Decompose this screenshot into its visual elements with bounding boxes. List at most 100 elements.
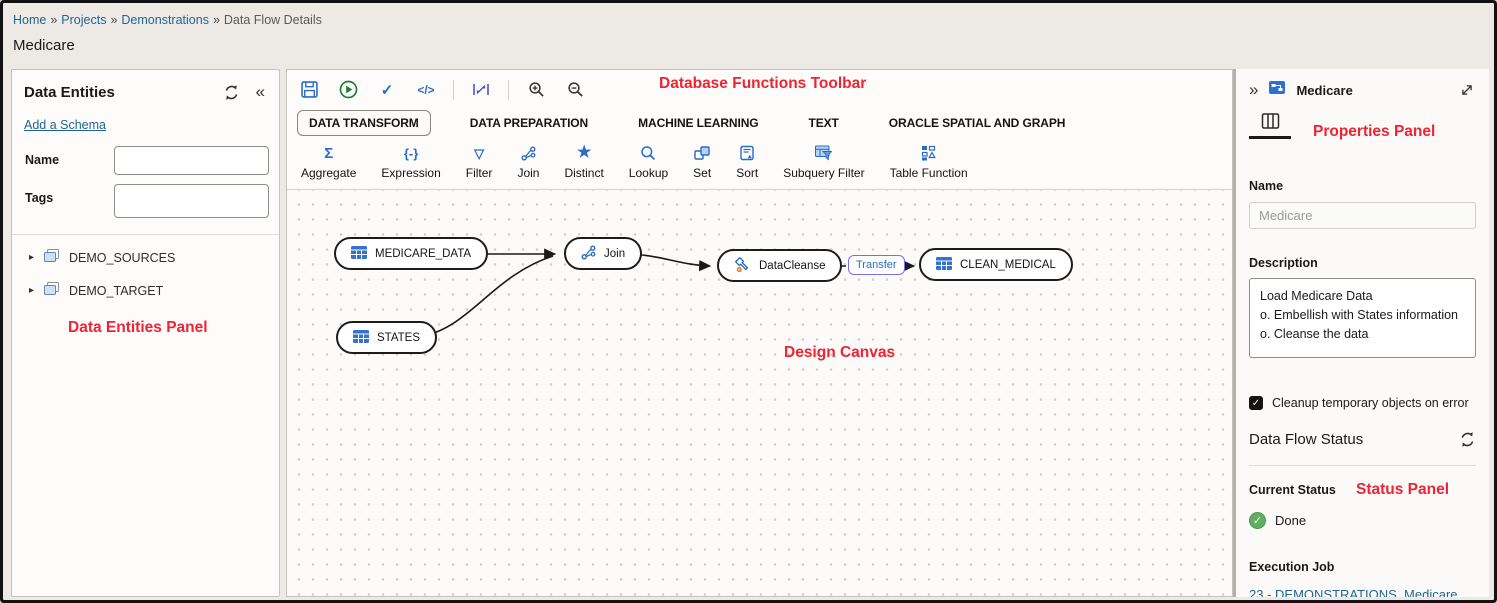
table-icon [936,256,952,273]
database-functions-toolbar: ✓ </> [287,70,1232,190]
function-category-tabs: DATA TRANSFORM DATA PREPARATION MACHINE … [297,108,1222,137]
tags-filter-label: Tags [25,191,54,205]
name-filter-label: Name [25,153,60,167]
node-label: STATES [377,331,421,344]
divider [1249,465,1476,466]
collapse-left-panel-icon[interactable]: « [255,82,265,101]
tab-oracle-spatial-and-graph[interactable]: ORACLE SPATIAL AND GRAPH [888,115,1066,130]
table-function-icon [921,144,937,162]
validate-button[interactable]: ✓ [380,81,394,99]
design-area: ✓ </> [286,69,1233,597]
design-canvas[interactable]: MEDICARE_DATA STATES [287,190,1232,596]
tool-subquery-filter[interactable]: Subquery Filter [783,144,865,180]
tree-item-label: DEMO_SOURCES [69,250,176,265]
breadcrumb-demonstrations[interactable]: Demonstrations [121,13,209,27]
join-icon [521,144,536,162]
current-status-label: Current Status [1249,483,1336,497]
breadcrumb-home[interactable]: Home [13,13,47,27]
name-filter-input[interactable] [114,146,269,175]
execution-job-label: Execution Job [1249,560,1335,574]
properties-title: Medicare [1296,82,1353,98]
breadcrumb-separator: » [110,13,118,27]
tool-table-function[interactable]: Table Function [890,144,968,180]
tags-filter-input[interactable] [114,184,269,218]
tab-text[interactable]: TEXT [808,115,839,130]
tool-aggregate[interactable]: Σ Aggregate [301,144,357,181]
description-textarea[interactable]: Load Medicare Data o. Embellish with Sta… [1249,278,1476,358]
status-refresh-icon[interactable] [1459,431,1476,448]
tool-join[interactable]: Join [517,144,539,180]
dataflow-icon [1269,81,1286,99]
tree-caret-icon[interactable]: ▸ [29,252,35,263]
node-join[interactable]: Join [564,237,643,270]
fit-to-screen-button[interactable] [469,78,493,102]
join-icon [581,245,596,263]
properties-panel: » Medicare [1233,69,1489,597]
filter-icon: ▽ [474,145,485,161]
tool-distinct[interactable]: ★ Distinct [564,144,604,181]
cleanup-checkbox-label: Cleanup temporary objects on error [1272,396,1469,410]
tool-sort[interactable]: Sort [736,144,758,180]
breadcrumb-separator: » [212,13,220,27]
zoom-in-button[interactable] [524,78,548,102]
code-button[interactable]: </> [417,82,435,97]
annotation-data-entities-panel: Data Entities Panel [68,319,208,336]
node-label: MEDICARE_DATA [375,247,472,260]
tree-caret-icon[interactable]: ▸ [29,285,35,296]
done-status-icon: ✓ [1249,512,1266,529]
tab-machine-learning[interactable]: MACHINE LEARNING [638,115,759,130]
tab-data-transform[interactable]: DATA TRANSFORM [297,109,431,136]
breadcrumb: Home » Projects » Demonstrations » Data … [13,13,1482,27]
tool-set[interactable]: Set [693,144,711,180]
node-label: CLEAN_MEDICAL [960,258,1056,271]
breadcrumb-current: Data Flow Details [223,13,322,27]
node-states[interactable]: STATES [336,321,438,354]
node-datacleanse[interactable]: DataCleanse [717,249,843,282]
node-medicare-data[interactable]: MEDICARE_DATA [334,237,489,270]
transfer-chip[interactable]: Transfer [848,255,905,275]
expression-icon: {-} [403,145,419,161]
execution-job-link[interactable]: 23 - DEMONSTRATIONS_Medicare [1249,587,1458,597]
description-label: Description [1249,256,1318,270]
run-button[interactable] [336,78,360,102]
columns-icon [1261,113,1279,129]
subquery-filter-icon [815,144,833,162]
properties-name-input[interactable] [1249,202,1476,229]
toolbar-divider [508,79,509,100]
distinct-icon: ★ [576,144,592,161]
add-schema-link[interactable]: Add a Schema [24,118,106,132]
tree-item-label: DEMO_TARGET [69,283,164,298]
zoom-out-button[interactable] [563,78,587,102]
node-clean-medical[interactable]: CLEAN_MEDICAL [919,248,1073,281]
tree-item-demo-target[interactable]: ▸ DEMO_TARGET [12,274,279,307]
breadcrumb-separator: » [50,13,58,27]
data-entities-panel: Data Entities « Add a Schema Name [11,69,280,597]
node-label: DataCleanse [759,259,826,272]
data-flow-status-label: Data Flow Status [1249,431,1364,448]
current-status-value: Done [1275,513,1307,528]
tool-filter[interactable]: ▽ Filter [465,145,493,181]
set-icon [694,144,710,162]
tool-lookup[interactable]: Lookup [629,144,668,180]
tree-item-demo-sources[interactable]: ▸ DEMO_SOURCES [12,241,279,274]
data-entities-title: Data Entities [24,83,115,101]
datacleanse-hammer-icon [734,256,751,276]
function-tools: Σ Aggregate {-} Expression ▽ Filter [297,144,1222,181]
page-title: Medicare [13,37,75,54]
schema-icon [44,249,60,266]
tool-expression[interactable]: {-} Expression [381,145,441,181]
schema-icon [44,282,60,299]
cleanup-checkbox[interactable]: ✓ [1249,396,1263,410]
save-button[interactable] [297,78,321,102]
expand-panel-icon[interactable] [1459,82,1475,98]
refresh-icon[interactable] [223,84,240,101]
breadcrumb-projects[interactable]: Projects [61,13,107,27]
main-area: Data Entities « Add a Schema Name [11,69,1489,597]
collapse-right-panel-icon[interactable]: » [1249,80,1259,99]
tab-data-preparation[interactable]: DATA PREPARATION [469,115,589,130]
annotation-properties-panel: Properties Panel [1313,123,1436,140]
tab-properties-columns[interactable] [1249,113,1291,139]
schema-tree: ▸ DEMO_SOURCES ▸ [12,234,279,313]
aggregate-icon: Σ [324,144,334,162]
